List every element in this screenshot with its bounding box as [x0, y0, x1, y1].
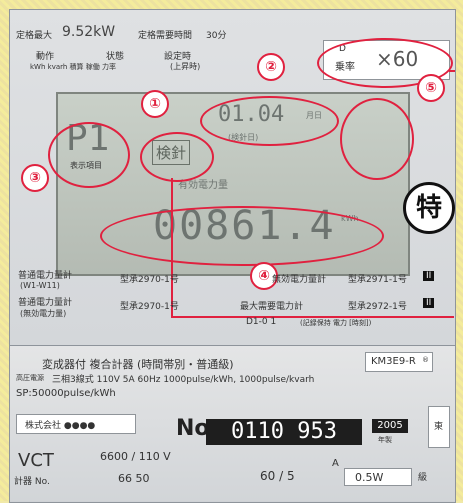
plate-line1-prefix: 高圧電源 — [16, 374, 44, 382]
spec-row2-badge: II — [423, 298, 435, 308]
spec-row3-code: D1-0 1 — [246, 317, 277, 327]
plate-line2: SP:50000pulse/kWh — [16, 388, 116, 399]
plate-serial: 0110 953 — [206, 419, 362, 445]
marker-5: ⑤ — [417, 74, 445, 102]
annotation-circle-1 — [140, 132, 214, 182]
spec-row1-left: 普通電力量計 — [18, 271, 73, 281]
spec-row2-type: 型承2970-1号 — [120, 302, 179, 312]
mode-label-setting: 設定時 — [164, 52, 192, 62]
bottom-ratio-bottom: 66 50 — [118, 472, 150, 485]
bottom-vct: VCT — [18, 450, 54, 471]
plate-model: KM3E9-R — [371, 356, 416, 367]
spec-row1-type: 型承2970-1号 — [120, 275, 179, 285]
bottom-ratio-label: 計器 No. — [14, 477, 50, 487]
bottom-class-label: 級 — [418, 473, 428, 483]
marker-3: ③ — [21, 164, 49, 192]
special-badge: 特 — [403, 182, 455, 234]
period-label: 定格需要時間 — [138, 31, 193, 41]
current-label: (上昇時) — [170, 62, 201, 71]
spec-row1-sub: (W1-W11) — [20, 281, 60, 290]
spec-row2-left: 普通電力量計 — [18, 298, 73, 308]
annotation-circle-4 — [100, 206, 384, 266]
plate-maker: 株式会社 ●●●● — [25, 421, 96, 431]
spec-row1-badge: II — [423, 271, 435, 281]
plate-title: 変成器付 複合計器 (時間帯別・普通級) — [42, 358, 234, 371]
annotation-line-v — [171, 178, 173, 316]
bottom-ct-unit: A — [332, 458, 339, 469]
period-value: 30分 — [206, 31, 227, 41]
plate-model-box: KM3E9-R ® — [365, 352, 433, 372]
plate-side-box: 東 — [428, 406, 450, 448]
bottom-ct: 60 / 5 — [260, 469, 295, 483]
annotation-circle-3 — [48, 122, 130, 188]
lcd-usage-label: 有効電力量 — [178, 180, 228, 191]
annotation-circle-2 — [200, 96, 339, 146]
plate-maker-box: 株式会社 ●●●● — [16, 414, 136, 434]
plate-year-suffix: 年製 — [378, 436, 392, 444]
annotation-circle-5 — [317, 38, 453, 88]
mode-sublabels: kWh kvarh 積算 稼働 力率 — [30, 63, 116, 71]
plate-year: 2005 — [372, 419, 408, 433]
bottom-class-box: 0.5W — [344, 468, 412, 486]
nameplate: 変成器付 複合計器 (時間帯別・普通級) KM3E9-R ® 高圧電源 三相3線… — [10, 345, 455, 501]
mode-label-action: 動作 — [36, 52, 55, 62]
meter-header: 定格最大 9.52kW 定格需要時間 30分 動作 状態 設定時 kWh kva… — [10, 10, 455, 72]
mode-label-state: 状態 — [106, 52, 125, 62]
spec-row3-note: (記録保持 電力 [時刻]) — [300, 319, 372, 327]
spec-row1-right: 無効電力量計 — [272, 275, 327, 285]
marker-2: ② — [257, 53, 285, 81]
marker-4: ④ — [250, 262, 278, 290]
marker-1: ① — [141, 90, 169, 118]
plate-model-mark: ® — [422, 356, 429, 364]
annotation-line-right — [449, 70, 455, 72]
annotation-circle-blank — [340, 98, 414, 180]
bottom-ratio-top: 6600 / 110 V — [100, 450, 171, 463]
capacity-value: 9.52kW — [62, 24, 116, 40]
bottom-class: 0.5W — [355, 471, 384, 484]
spec-row2-type2: 型承2972-1号 — [348, 302, 407, 312]
capacity-label: 定格最大 — [16, 31, 53, 41]
spec-row1-type2: 型承2971-1号 — [348, 275, 407, 285]
plate-side: 東 — [434, 422, 444, 432]
spec-row2-mid: 最大需要電力計 — [240, 302, 304, 312]
spec-row2-sub: (無効電力量) — [20, 309, 67, 318]
annotation-line-h — [171, 316, 454, 318]
meter-panel: 定格最大 9.52kW 定格需要時間 30分 動作 状態 設定時 kWh kva… — [9, 9, 456, 503]
plate-line1: 三相3線式 110V 5A 60Hz 1000pulse/kWh, 1000pu… — [52, 375, 315, 385]
